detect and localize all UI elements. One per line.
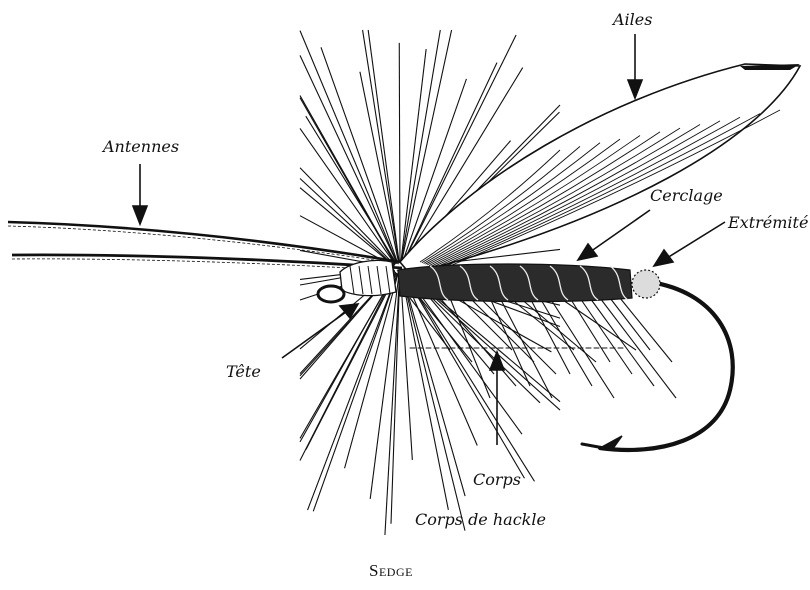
label-cerclage: Cerclage <box>650 188 723 204</box>
body-hackle-fiber <box>540 298 592 386</box>
hackle-fiber <box>360 72 399 262</box>
hackle-fiber <box>399 43 400 262</box>
hook-eye <box>318 286 344 302</box>
arrow-antennes <box>133 164 147 224</box>
body-dubbing <box>398 264 632 302</box>
arrow-extremite <box>654 222 725 266</box>
arrow-tete <box>282 304 358 358</box>
label-tete: Tête <box>226 364 261 380</box>
body-extremity-tuft <box>632 270 660 298</box>
body-hackle-fiber <box>580 298 632 374</box>
diagram-caption: Sedge <box>369 562 413 579</box>
body-hackle-fiber <box>570 298 610 362</box>
hackle-fiber <box>402 274 465 496</box>
label-antennes: Antennes <box>103 139 179 155</box>
wing-outline <box>400 64 800 274</box>
body <box>398 264 660 302</box>
label-corps: Corps <box>473 472 521 488</box>
hackle-fiber <box>300 168 395 265</box>
arrow-cerclage <box>578 210 650 260</box>
body-hackle-fiber <box>530 298 570 374</box>
body-hackle-fiber <box>620 298 672 362</box>
body-hackle-fiber <box>510 298 574 350</box>
label-corps-de-hackle: Corps de hackle <box>415 512 546 528</box>
hackle-fiber <box>368 30 399 262</box>
hackle-fiber <box>300 272 396 460</box>
label-ailes: Ailes <box>613 12 652 28</box>
wing <box>400 64 800 274</box>
arrow-ailes <box>628 34 642 98</box>
arrow-corps <box>490 352 504 445</box>
hook-bend <box>600 282 733 450</box>
hook-point <box>582 444 604 448</box>
antennae <box>8 222 402 271</box>
body-hackle-fiber <box>610 298 650 350</box>
body-hackle-fiber <box>480 298 556 374</box>
label-extremite: Extrémité <box>728 215 808 231</box>
